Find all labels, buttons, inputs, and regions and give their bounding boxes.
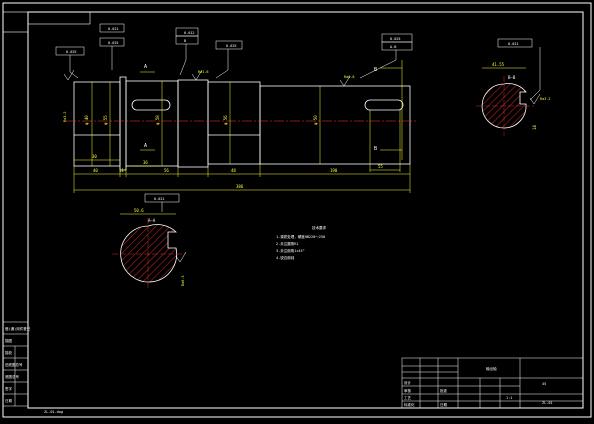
keyways xyxy=(131,99,404,111)
roughness-text: Ra3.2 Ra1.6 Ra0.8 Ra3.2 Ra6.3 xyxy=(63,70,551,286)
tol-value: 0.025 xyxy=(66,50,77,54)
dimension-text: 386 40 11 56 48 190 30 36 55 φ 40 φ 55 φ… xyxy=(84,115,383,189)
tol-value: 0.021 xyxy=(108,27,119,31)
dim-overall: 386 xyxy=(236,184,244,189)
title-block xyxy=(401,357,584,409)
datum-label: A-B xyxy=(390,45,396,49)
notes-heading: 技术要求 xyxy=(312,225,326,230)
dim-phi-e: φ 50 xyxy=(313,115,318,125)
side-label: 描图 xyxy=(5,338,12,343)
dim-section-right: 14 xyxy=(532,125,537,130)
dim-keyway-left: 36 xyxy=(143,160,148,165)
dim-keyway-right: 55 xyxy=(378,164,383,169)
tb-cell: 工艺 xyxy=(404,395,412,400)
drawing-number: ZL-01 xyxy=(542,401,553,405)
tol-value: 0.012 xyxy=(184,31,195,35)
tol-value: 0.025 xyxy=(108,41,119,45)
section-a-title: A—A xyxy=(148,218,156,223)
side-panel xyxy=(3,321,28,407)
section-a-top: A xyxy=(144,64,147,70)
keyway-right xyxy=(364,99,404,111)
roughness-label: Ra1.6 xyxy=(198,70,209,74)
roughness-symbols xyxy=(63,69,541,263)
tol-value: 0.021 xyxy=(508,42,519,46)
datum-label: B xyxy=(184,39,186,43)
shaft-outline xyxy=(73,76,411,171)
keyway-left xyxy=(131,99,171,111)
tb-cell: 批准 xyxy=(440,388,448,393)
side-label: 借(通)用件登记 xyxy=(5,326,31,331)
material: 45 xyxy=(542,382,546,386)
tb-cell: 标准化 xyxy=(404,402,415,407)
tol-value: 0.025 xyxy=(226,44,237,48)
dim-seg-e: 190 xyxy=(330,168,338,173)
dim-phi-c: φ 58 xyxy=(155,115,160,125)
dim-section-a: 50.6 xyxy=(134,208,144,213)
dim-phi-a: φ 40 xyxy=(84,115,89,125)
roughness-label: Ra0.8 xyxy=(344,75,355,79)
note-line: 2.未注圆角R1 xyxy=(276,241,298,246)
section-markers: A A B B xyxy=(144,64,377,152)
tb-cell: 设计 xyxy=(404,380,412,385)
dim-seg-a: 40 xyxy=(93,168,98,173)
tolerance-frames xyxy=(55,23,541,212)
inner-border xyxy=(27,11,584,409)
dim-phi-d: φ 56 xyxy=(223,115,228,125)
section-b-title: B—B xyxy=(508,75,516,80)
dim-step: 30 xyxy=(92,154,97,159)
roughness-label: Ra3.2 xyxy=(540,97,551,101)
dim-seg-c: 56 xyxy=(164,168,169,173)
side-label: 底图总号 xyxy=(5,374,19,379)
note-line: 4.锐边倒钝 xyxy=(276,255,295,260)
note-line: 1.调质处理，硬度HB220～250 xyxy=(276,234,325,239)
side-panel-labels: 借(通)用件登记 描图 描校 旧底图总号 底图总号 签字 日期 xyxy=(5,326,31,403)
side-label: 描校 xyxy=(5,350,12,355)
tb-cell: 审核 xyxy=(404,388,412,393)
section-a-view: 50.6 A—A xyxy=(112,208,186,290)
code-box xyxy=(27,11,91,25)
scale: 1:1 xyxy=(506,396,512,400)
roughness-label: Ra3.2 xyxy=(63,111,67,122)
section-b-view: 41.55 B—B 14 xyxy=(476,62,537,136)
side-label: 日期 xyxy=(5,398,12,403)
title-block-text: 输出轴 45 ZL-01 1:1 设计 审核 工艺 标准化 批准 日期 xyxy=(404,366,553,407)
section-a-bottom: A xyxy=(144,143,147,149)
tb-cell: 日期 xyxy=(440,402,448,407)
technical-notes: 技术要求 1.调质处理，硬度HB220～250 2.未注圆角R1 3.未注倒角1… xyxy=(276,225,326,260)
dim-seg-b: 11 xyxy=(119,168,124,173)
side-label: 签字 xyxy=(5,386,12,391)
dim-section-b: 41.55 xyxy=(492,62,505,67)
file-label: ZL-01.dwg xyxy=(44,410,63,414)
tolerance-text: 0.025 0.021 0.025 0.012 B 0.025 0.025 A-… xyxy=(66,27,519,201)
tol-value: 0.025 xyxy=(390,37,401,41)
tol-value: 0.021 xyxy=(154,197,165,201)
corner-box xyxy=(2,11,29,33)
outer-border xyxy=(2,2,592,418)
roughness-label: Ra6.3 xyxy=(181,275,185,286)
side-label: 旧底图总号 xyxy=(5,362,23,367)
dimension-lines xyxy=(73,60,411,193)
dim-phi-b: φ 55 xyxy=(103,115,108,125)
dim-seg-d: 48 xyxy=(231,168,236,173)
part-name: 输出轴 xyxy=(486,366,497,371)
section-b-bottom: B xyxy=(374,146,377,152)
note-line: 3.未注倒角1×45° xyxy=(276,248,305,253)
